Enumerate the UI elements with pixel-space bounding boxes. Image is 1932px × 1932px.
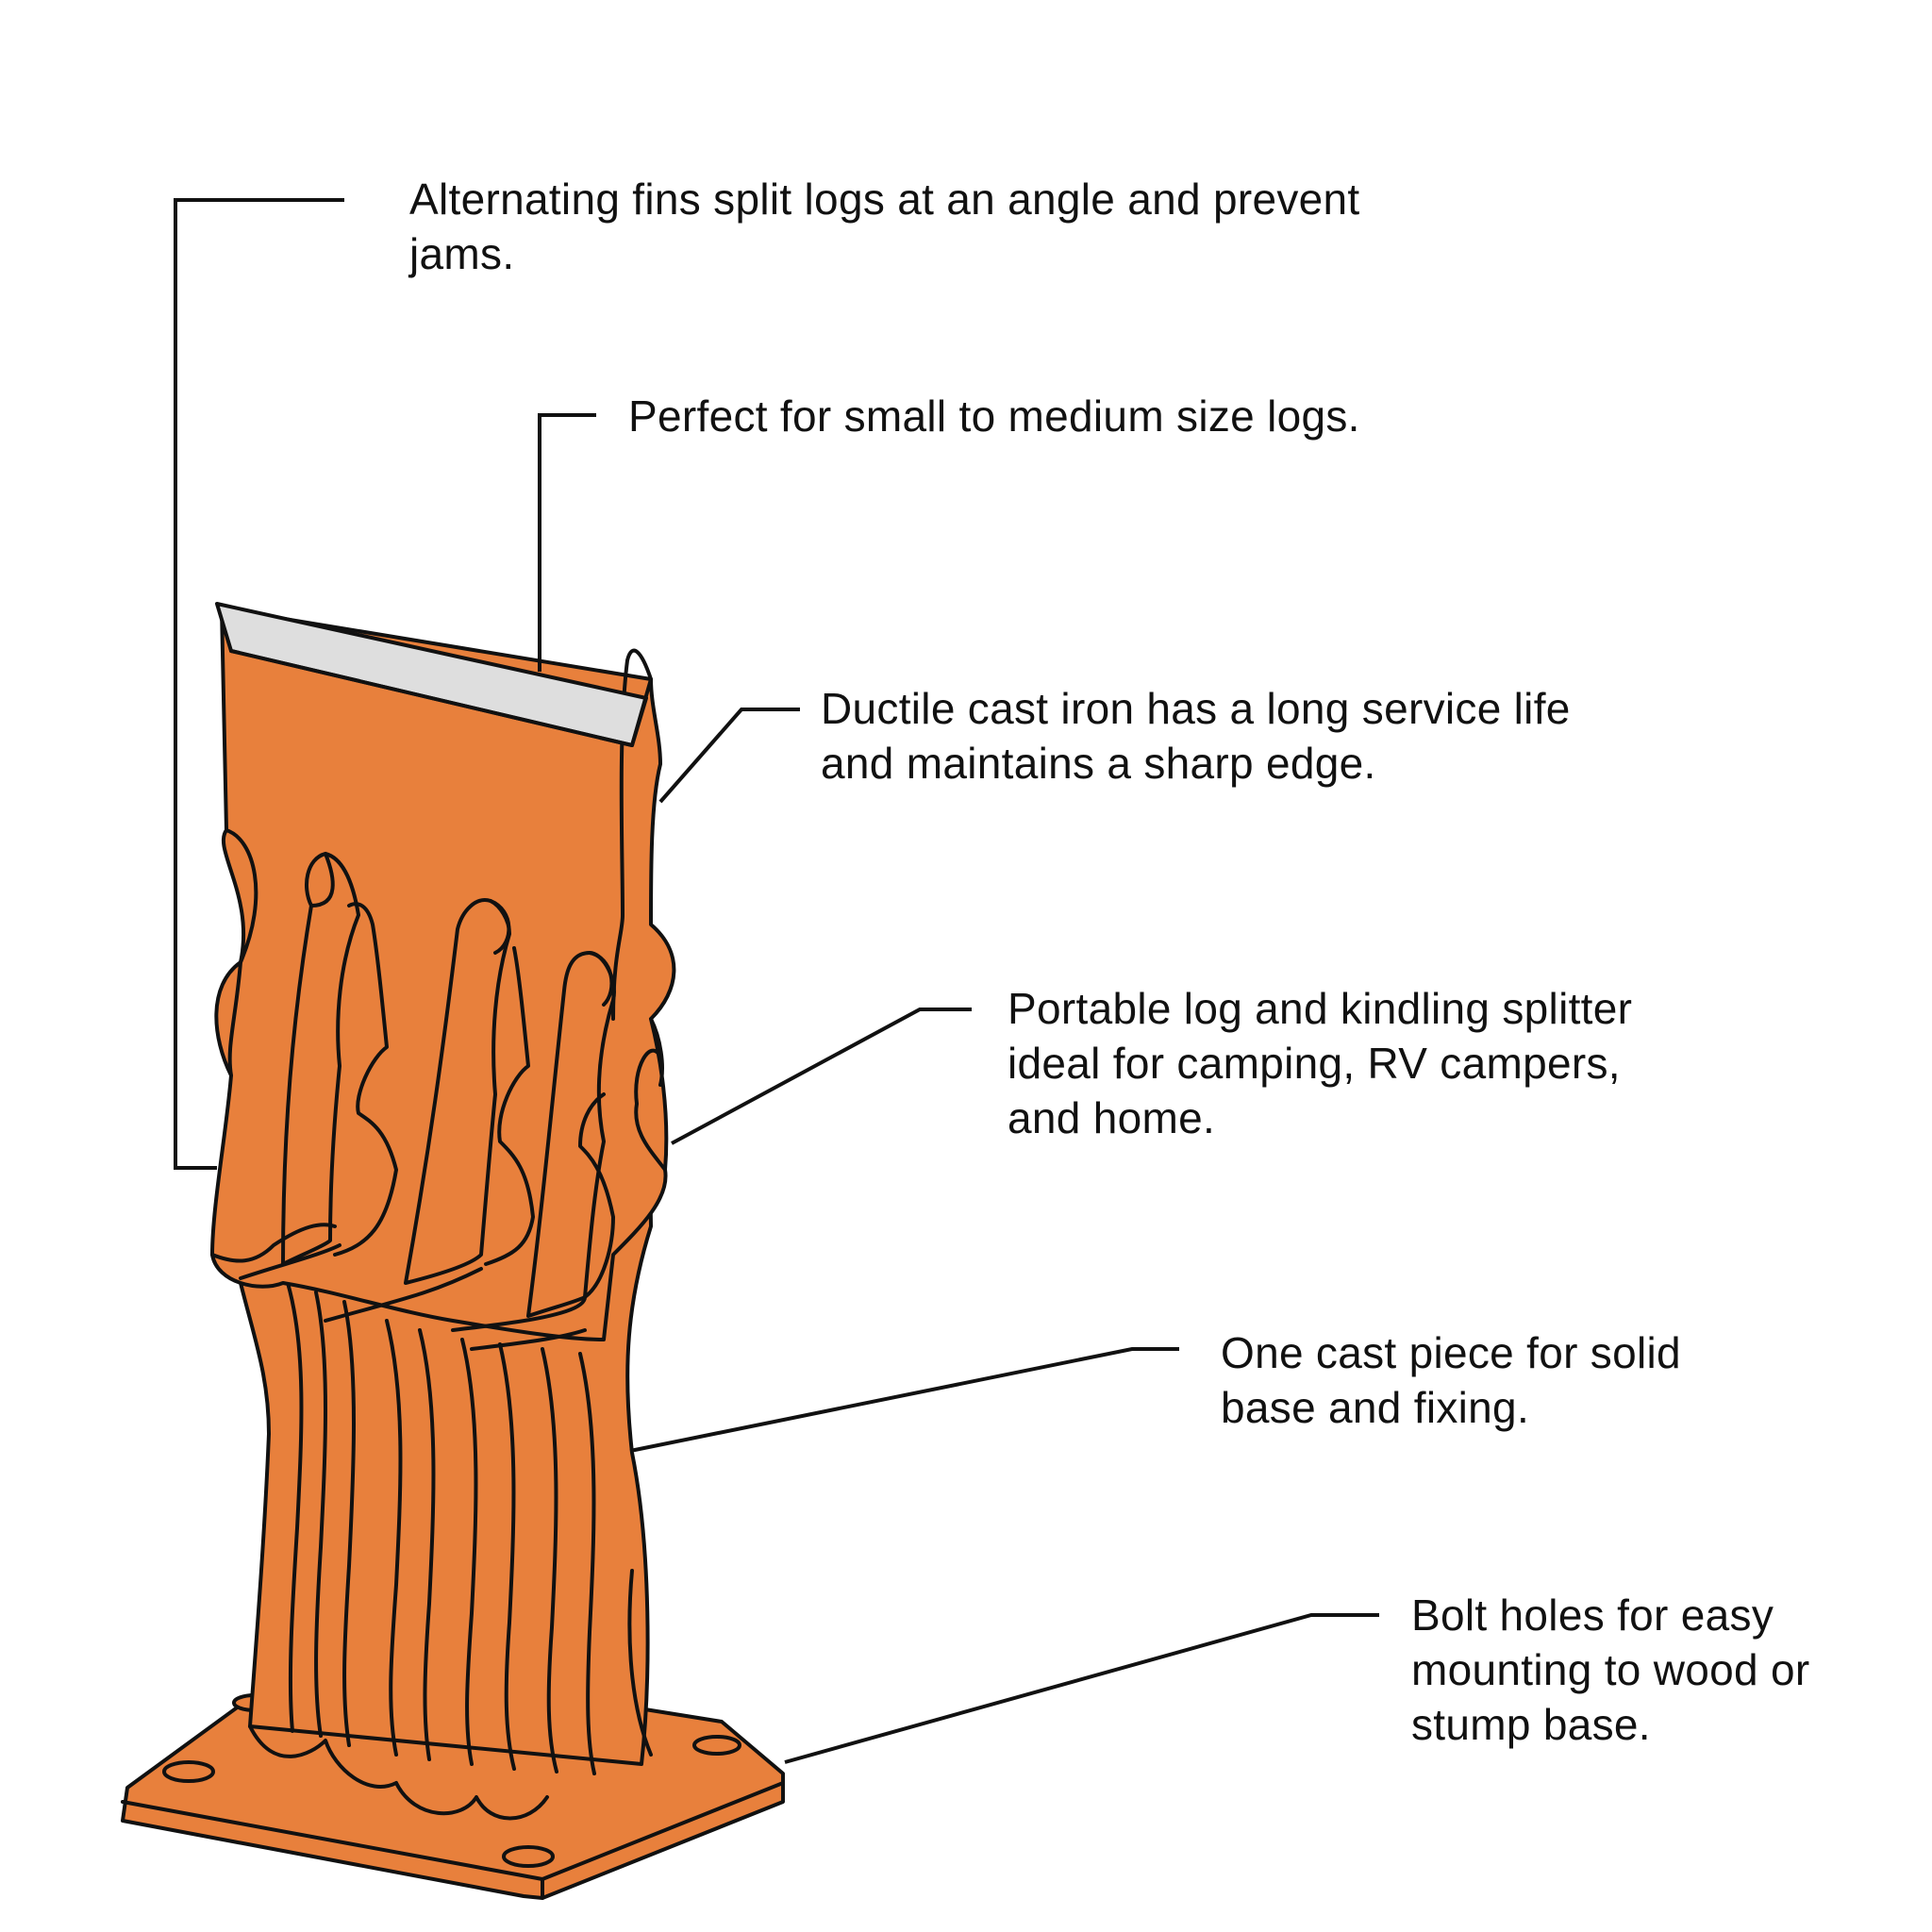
callout-iron: Ductile cast iron has a long service lif…: [821, 681, 1571, 791]
head-right-side: [634, 1048, 667, 1172]
callout-line: mounting to wood or: [1411, 1645, 1810, 1694]
callout-size: Perfect for small to medium size logs.: [628, 389, 1360, 443]
stem-foot: [248, 1724, 398, 1789]
head-right-side: [649, 1017, 664, 1087]
callout-line: Bolt holes for easy: [1411, 1591, 1774, 1640]
callout-bolts: Bolt holes for easy mounting to wood or …: [1411, 1588, 1810, 1752]
head-ledge: [239, 1243, 341, 1280]
callout-fins: Alternating fins split logs at an angle …: [409, 172, 1360, 281]
stem-groove: [286, 1281, 304, 1733]
callout-line: jams.: [409, 229, 515, 278]
head-side-lobe: [227, 960, 242, 1077]
callout-line: base and fixing.: [1221, 1383, 1530, 1432]
fin: [309, 852, 335, 908]
fin: [588, 951, 614, 1007]
fin: [578, 1092, 615, 1299]
head-ledge: [324, 1267, 483, 1323]
callout-line: Perfect for small to medium size logs.: [628, 391, 1360, 441]
callout-line: ideal for camping, RV campers,: [1008, 1039, 1621, 1088]
stem-groove: [418, 1328, 436, 1761]
head-right-side: [611, 648, 653, 1021]
callout-line: Portable log and kindling splitter: [1008, 984, 1633, 1033]
leader-line-portable: [671, 1008, 972, 1145]
stem-groove: [385, 1319, 403, 1757]
leader-line-bolts: [784, 1613, 1379, 1764]
leader-line-size: [538, 413, 596, 672]
callout-cast: One cast piece for solid base and fixing…: [1221, 1325, 1681, 1435]
callout-line: and home.: [1008, 1093, 1216, 1142]
head-ledge: [470, 1328, 587, 1351]
head-ledge: [451, 1295, 587, 1332]
callout-portable: Portable log and kindling splitter ideal…: [1008, 981, 1632, 1145]
leader-line-iron: [658, 708, 800, 804]
bolt-hole: [162, 1760, 215, 1783]
stem-groove: [314, 1291, 327, 1738]
bolt-hole: [502, 1845, 555, 1868]
fin: [484, 946, 535, 1266]
stem-groove: [627, 1569, 653, 1757]
callout-line: Alternating fins split logs at an angle …: [409, 175, 1360, 224]
callout-line: and maintains a sharp edge.: [821, 739, 1376, 788]
leader-line-fins: [174, 198, 344, 1170]
leader-line-cast: [629, 1347, 1179, 1453]
fin: [281, 852, 360, 1266]
fin: [333, 902, 398, 1257]
stem-foot: [394, 1781, 549, 1821]
leader-lines: [174, 198, 1379, 1764]
stem-groove: [342, 1300, 356, 1747]
callout-line: Ductile cast iron has a long service lif…: [821, 684, 1571, 733]
stem-groove: [541, 1347, 558, 1774]
callout-line: One cast piece for solid: [1221, 1328, 1681, 1377]
callout-line: stump base.: [1411, 1700, 1651, 1749]
head-side-lobe: [225, 828, 258, 964]
stem-groove: [460, 1338, 478, 1766]
bolt-hole: [692, 1735, 741, 1756]
stem-groove: [498, 1342, 516, 1771]
blade-face: [229, 649, 653, 747]
fin: [489, 899, 511, 955]
stem-groove: [578, 1352, 596, 1775]
head-ledge: [210, 1223, 337, 1263]
